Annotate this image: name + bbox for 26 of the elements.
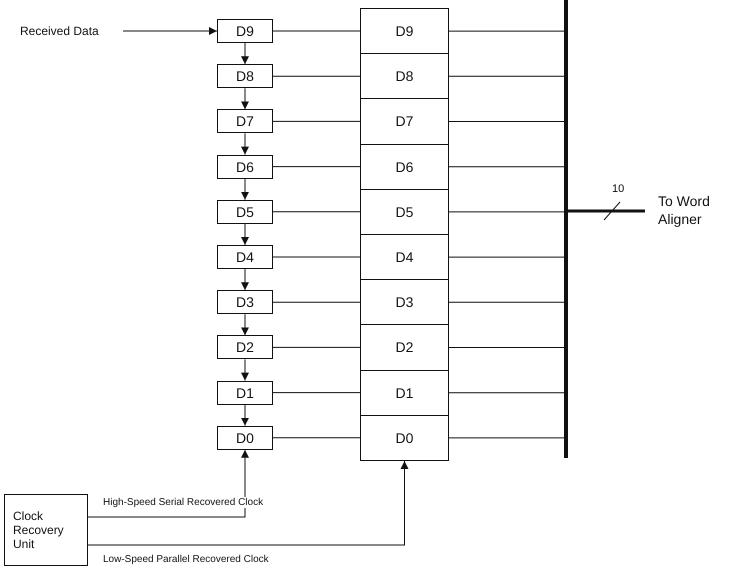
shift-register-cell: D5 xyxy=(217,200,273,224)
parallel-register-cell: D2 xyxy=(360,324,449,371)
bus-width-label: 10 xyxy=(612,183,624,195)
shift-register-cell: D7 xyxy=(217,109,273,134)
shift-register-cell: D2 xyxy=(217,335,273,360)
shift-register-cell: D8 xyxy=(217,64,273,88)
parallel-register-cell: D0 xyxy=(360,414,449,461)
clock-recovery-unit-box: Clock Recovery Unit xyxy=(4,494,88,566)
edge-label: Low-Speed Parallel Recovered Clock xyxy=(103,554,269,565)
shift-register-cell: D9 xyxy=(217,19,273,43)
input-label: Received Data xyxy=(20,22,118,40)
shift-register-cell: D6 xyxy=(217,154,273,179)
parallel-register-cell: D4 xyxy=(360,234,449,280)
shift-register-cell: D1 xyxy=(217,380,273,405)
output-label: To Word Aligner xyxy=(658,186,730,234)
parallel-register-cell: D3 xyxy=(360,279,449,326)
edge-label: High-Speed Serial Recovered Clock xyxy=(103,497,264,508)
parallel-register-cell: D7 xyxy=(360,98,449,145)
shift-register-cell: D3 xyxy=(217,290,273,314)
parallel-register-cell: D9 xyxy=(360,8,449,54)
shift-register-cell: D0 xyxy=(217,426,273,450)
parallel-register-cell: D5 xyxy=(360,188,449,235)
shift-register-cell: D4 xyxy=(217,245,273,269)
parallel-register-cell: D6 xyxy=(360,144,449,190)
parallel-register-cell: D1 xyxy=(360,370,449,416)
parallel-register-cell: D8 xyxy=(360,53,449,100)
